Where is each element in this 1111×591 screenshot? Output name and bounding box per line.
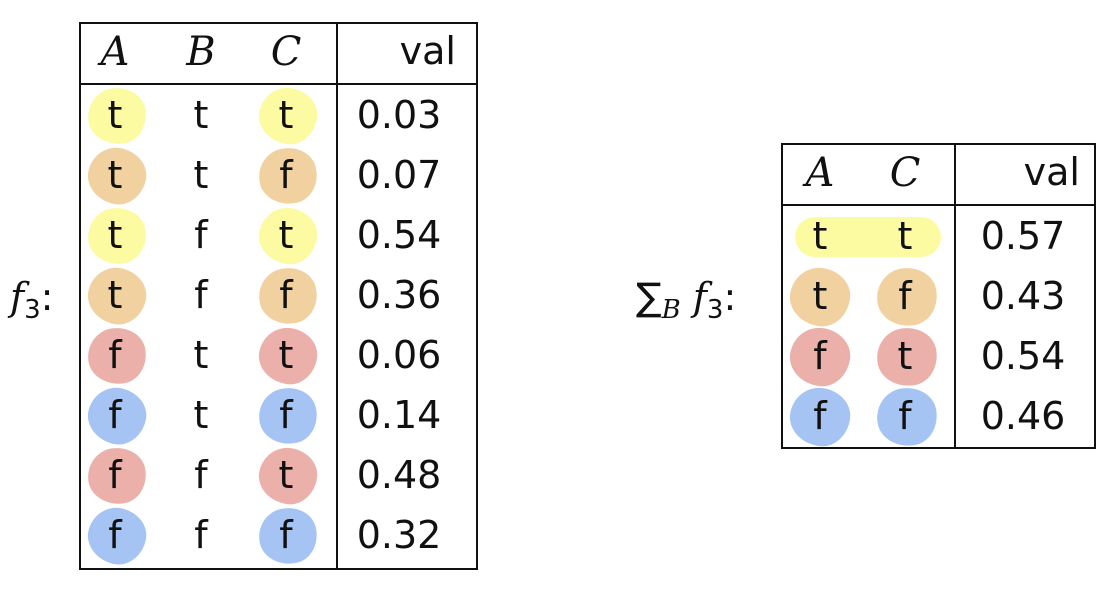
column-header-val: val — [1023, 150, 1080, 194]
cell-val: 0.48 — [356, 453, 442, 497]
left-factor-label: f3: — [10, 275, 54, 323]
cell-a: t — [107, 153, 123, 197]
column-header: C — [889, 150, 921, 196]
sum-symbol: ∑ — [636, 275, 662, 319]
cell-c: t — [897, 214, 913, 258]
column-header: C — [270, 29, 302, 75]
cell-val: 0.43 — [980, 274, 1066, 318]
column-header: A — [100, 29, 130, 75]
cell-b: t — [193, 93, 209, 137]
table-header-divider — [81, 83, 476, 85]
cell-a: f — [108, 453, 122, 497]
factor-name: f — [10, 275, 25, 319]
cell-val: 0.07 — [356, 153, 442, 197]
cell-b: f — [194, 453, 208, 497]
cell-a: f — [813, 394, 827, 438]
column-header-val: val — [399, 29, 456, 73]
cell-a: f — [108, 333, 122, 377]
cell-a: t — [107, 93, 123, 137]
cell-c: f — [279, 513, 293, 557]
cell-a: f — [108, 393, 122, 437]
cell-val: 0.06 — [356, 333, 442, 377]
cell-c: f — [279, 273, 293, 317]
cell-b: f — [194, 213, 208, 257]
cell-a: t — [107, 213, 123, 257]
cell-val: 0.54 — [980, 334, 1066, 378]
right-factor-label: ∑B f3: — [636, 275, 737, 323]
cell-a: t — [812, 274, 828, 318]
cell-b: f — [194, 273, 208, 317]
label-colon: : — [40, 275, 54, 319]
cell-a: f — [813, 334, 827, 378]
table-header-divider — [783, 204, 1094, 206]
cell-val: 0.54 — [356, 213, 442, 257]
cell-c: f — [279, 393, 293, 437]
table-column-divider — [336, 24, 338, 568]
cell-b: f — [194, 513, 208, 557]
cell-b: t — [193, 333, 209, 377]
highlight-blob — [795, 217, 941, 257]
cell-a: f — [108, 513, 122, 557]
cell-b: t — [193, 393, 209, 437]
cell-val: 0.03 — [356, 93, 442, 137]
label-colon: : — [723, 275, 737, 319]
factor-subscript: 3 — [706, 295, 724, 325]
cell-c: t — [897, 334, 913, 378]
cell-c: f — [898, 274, 912, 318]
cell-val: 0.46 — [980, 394, 1066, 438]
cell-b: t — [193, 153, 209, 197]
factor-name: f — [692, 275, 707, 319]
cell-a: t — [107, 273, 123, 317]
table-column-divider — [954, 145, 956, 447]
cell-c: f — [279, 153, 293, 197]
cell-c: t — [278, 453, 294, 497]
cell-c: t — [278, 213, 294, 257]
cell-val: 0.14 — [356, 393, 442, 437]
sum-subscript: B — [661, 295, 681, 325]
cell-c: t — [278, 333, 294, 377]
cell-val: 0.32 — [356, 513, 442, 557]
cell-val: 0.36 — [356, 273, 442, 317]
cell-c: f — [898, 394, 912, 438]
factor-subscript: 3 — [24, 295, 41, 325]
cell-val: 0.57 — [980, 214, 1066, 258]
cell-a: t — [812, 214, 828, 258]
column-header: B — [186, 29, 216, 75]
cell-c: t — [278, 93, 294, 137]
column-header: A — [805, 150, 835, 196]
